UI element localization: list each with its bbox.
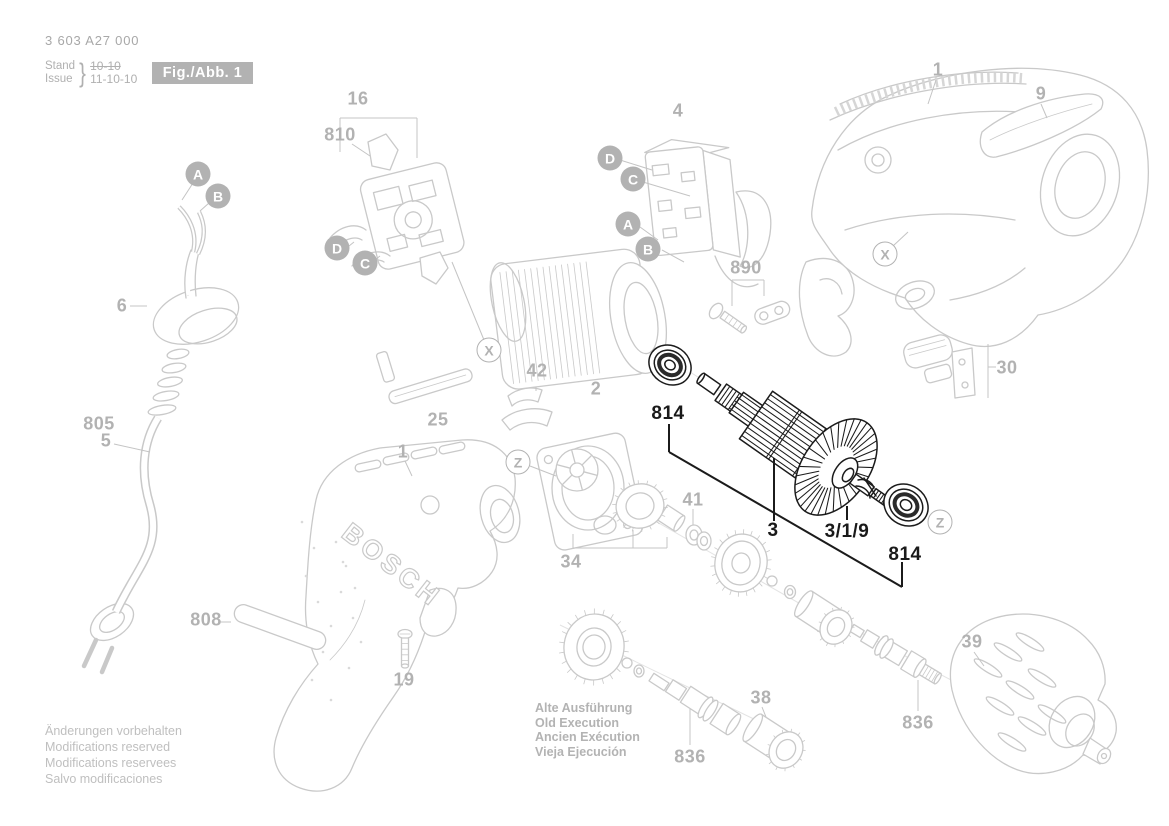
product-number: 3 603 A27 000	[45, 33, 140, 48]
air-deflector-drawing	[501, 380, 553, 431]
callout-circle-Z: Z	[505, 449, 531, 475]
power-cord-drawing	[81, 205, 240, 675]
support-bar-drawing	[375, 350, 473, 405]
part-label-890: 890	[730, 257, 762, 278]
issue-date-block: Stand Issue } 10-10 11-10-10	[45, 58, 138, 88]
part-label-16: 16	[347, 88, 369, 109]
callout-circle-Z: Z	[927, 509, 953, 535]
exploded-parts-gray: BOSCH	[81, 67, 1150, 792]
part-label-41: 41	[682, 489, 704, 510]
armature-assembly-drawing	[648, 344, 929, 588]
note-line: Modifications reserved	[45, 740, 171, 754]
screw-link-890-drawing	[708, 279, 791, 325]
gear-train-drawing	[300, 310, 942, 772]
callout-circle-C: C	[352, 250, 378, 276]
part-label-39: 39	[961, 631, 983, 652]
part-label-5: 5	[100, 430, 112, 451]
part-label-3: 3	[767, 520, 779, 541]
callout-circle-X: X	[872, 241, 898, 267]
note-line: Änderungen vorbehalten	[45, 724, 182, 738]
part-label-836: 836	[674, 746, 706, 767]
note-line: Ancien Exécution	[535, 730, 640, 744]
modifications-note: Änderungen vorbehalten Modifications res…	[45, 723, 182, 787]
issue-date: 11-10-10	[90, 72, 138, 86]
old-execution-note: Alte Ausführung Old Execution Ancien Exé…	[535, 701, 640, 759]
bearing-plate-34-drawing	[529, 432, 694, 551]
part-label-25: 25	[427, 409, 449, 430]
issue-label: Issue	[45, 73, 73, 85]
part-label-814: 814	[888, 544, 922, 565]
part-label-30: 30	[996, 357, 1018, 378]
note-line: Old Execution	[535, 715, 620, 730]
bearing-right-drawing	[883, 483, 929, 527]
brace-glyph: }	[79, 58, 86, 88]
housing-left-drawing: BOSCH	[273, 439, 521, 792]
callout-circle-B: B	[635, 236, 661, 262]
part-label-1: 1	[397, 441, 409, 462]
part-label-19: 19	[393, 669, 415, 690]
blade-9-drawing	[979, 93, 1104, 158]
housing-right-drawing	[811, 67, 1150, 348]
part-label-805: 805	[83, 413, 115, 434]
part-label-38: 38	[750, 687, 772, 708]
part-label-836: 836	[902, 712, 934, 733]
stator-drawing	[489, 248, 667, 390]
part-label-2: 2	[590, 378, 602, 399]
part-label-4: 4	[672, 100, 684, 121]
part-label-3-1-9: 3/1/9	[824, 521, 870, 542]
screw-19-drawing	[397, 628, 413, 640]
slider-30-drawing	[903, 334, 996, 399]
part-label-34: 34	[560, 551, 582, 572]
trigger-drawing	[798, 257, 855, 357]
note-line: Modifications reservees	[45, 756, 177, 770]
wedge-808-drawing	[219, 604, 327, 650]
callout-circle-C: C	[620, 166, 646, 192]
callout-circle-A: A	[185, 161, 211, 187]
callout-circle-B: B	[205, 183, 231, 209]
superseded-date: 10-10	[90, 59, 121, 73]
stand-label: Stand	[45, 60, 76, 72]
figure-badge: Fig./Abb. 1	[152, 62, 253, 84]
note-line: Alte Ausführung	[535, 701, 633, 715]
part-label-808: 808	[190, 609, 222, 630]
part-label-814: 814	[651, 403, 685, 424]
callout-circle-A: A	[615, 211, 641, 237]
note-line: Vieja Ejecución	[535, 744, 627, 759]
callout-circle-D: D	[597, 145, 623, 171]
part-label-42: 42	[526, 360, 548, 381]
note-line: Salvo modificaciones	[45, 772, 163, 786]
part-label-9: 9	[1035, 83, 1047, 104]
spring-hook-drawing	[855, 477, 877, 499]
leader-lines-black	[668, 424, 903, 588]
bearing-left-drawing	[648, 344, 692, 386]
brush-plate-drawing	[329, 117, 485, 341]
part-label-1: 1	[932, 59, 944, 80]
part-label-810: 810	[324, 124, 356, 145]
callout-circle-D: D	[324, 235, 350, 261]
switch-drawing	[619, 138, 772, 288]
chuck-drawing	[949, 613, 1117, 775]
callout-circle-X: X	[476, 337, 502, 363]
part-label-6: 6	[116, 295, 128, 316]
